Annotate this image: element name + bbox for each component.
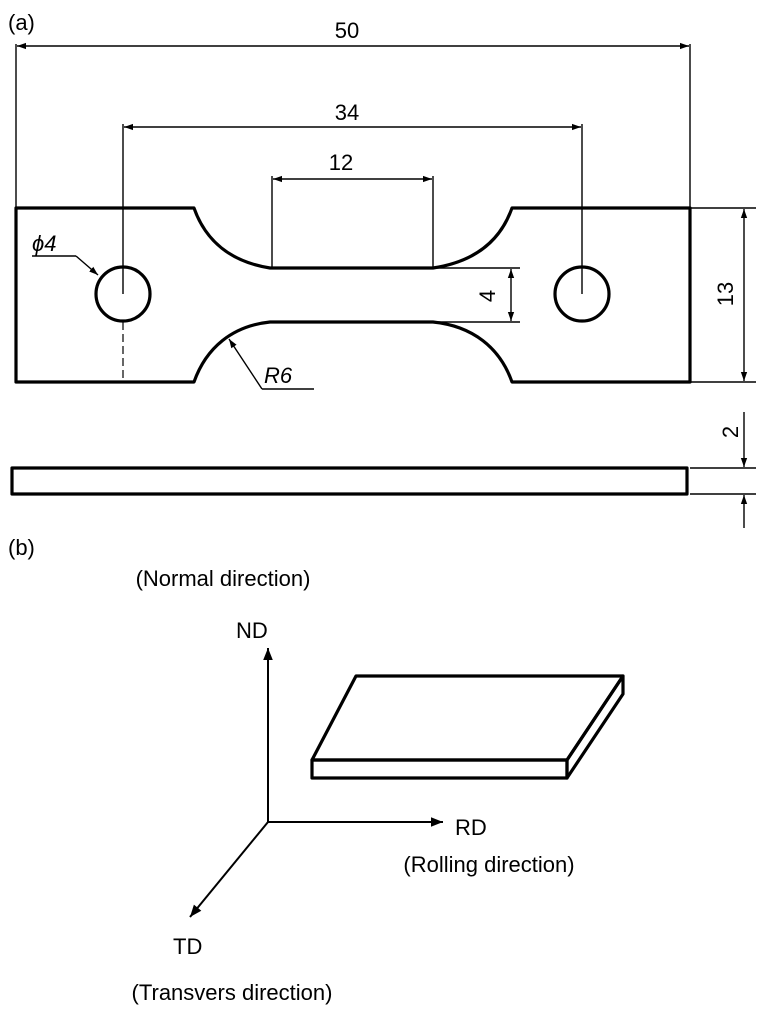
rolling-direction-label: (Rolling direction) [403,852,574,877]
gauge-length-dimension: 12 [271,150,434,268]
hole-spacing-dimension: 34 [122,100,583,294]
transverse-direction-label: (Transvers direction) [132,980,333,1005]
thickness-dimension: 2 [690,412,756,528]
overall-width-label: 13 [713,282,738,306]
gauge-width-label: 4 [475,290,500,302]
panel-a-label: (a) [8,10,35,35]
hole-spacing-label: 34 [335,100,359,125]
overall-length-label: 50 [335,18,359,43]
panel-b-label: (b) [8,535,35,560]
fillet-radius-leader: R6 [228,338,314,390]
specimen-outline [14,206,692,384]
hole-diameter-label: ϕ4 [32,231,56,256]
fillet-radius-label: R6 [264,363,293,388]
rolled-plate [310,674,625,780]
thickness-label: 2 [718,426,743,438]
gauge-length-label: 12 [329,150,353,175]
hole-diameter-leader: ϕ4 [32,231,99,276]
coordinate-axes [189,648,443,918]
nd-label: ND [236,618,268,643]
overall-width-dimension: 13 [690,207,756,383]
overall-length-dimension: 50 [15,18,691,208]
td-axis [189,821,269,918]
normal-direction-label: (Normal direction) [136,566,311,591]
gauge-width-dimension: 4 [436,267,520,323]
specimen-side-view [10,466,689,496]
rd-label: RD [455,815,487,840]
td-label: TD [173,934,202,959]
